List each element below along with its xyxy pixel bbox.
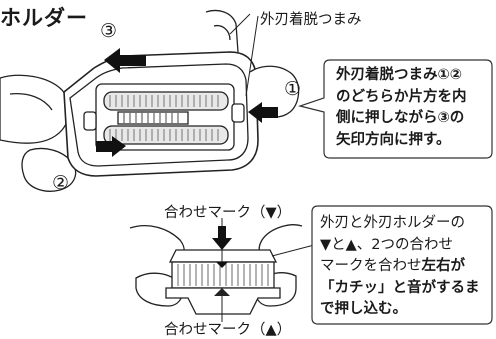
holder-bottom-illustration bbox=[129, 218, 319, 322]
callout-bottom-line-5: で押し込む。 bbox=[320, 301, 407, 317]
callout-balloon-top bbox=[297, 59, 493, 159]
mark-up-label: 合わせマーク（▲） bbox=[164, 322, 292, 338]
step-1-marker: ① bbox=[284, 78, 302, 100]
callout-bottom-line-4: 「カチッ」と音がするま bbox=[320, 279, 480, 296]
callout-balloon-bottom bbox=[311, 205, 493, 325]
callout-top-line-1: 外刃着脱つまみ①② bbox=[336, 67, 463, 83]
step-3-marker: ③ bbox=[100, 20, 118, 42]
callout-top-line-4: 矢印方向に押す。 bbox=[336, 131, 451, 148]
mark-arrows bbox=[212, 226, 232, 296]
direction-arrows-top bbox=[96, 48, 278, 157]
step-2-marker: ② bbox=[52, 172, 70, 194]
callout-bottom-line-3-normal: マークを合わせ bbox=[320, 258, 422, 274]
callout-bottom-line-3-bold: 左右が bbox=[421, 258, 466, 274]
holder-top-illustration bbox=[0, 9, 300, 192]
release-knob-label: 外刃着脱つまみ bbox=[260, 12, 362, 28]
page-title: ホルダー bbox=[0, 6, 88, 30]
callout-bottom-text: 外刃と外刃ホルダーの ▼と▲、2つの合わせ マークを合わせ左右が 「カチッ」と音… bbox=[320, 213, 480, 321]
callout-top-line-2: のどちらか片方を内 bbox=[336, 88, 467, 105]
callout-top-text: 外刃着脱つまみ①② のどちらか片方を内 側に押しながら③の 矢印方向に押す。 bbox=[336, 65, 467, 151]
mark-down-label: 合わせマーク（▼） bbox=[164, 205, 292, 221]
callout-bottom-line-2: ▼と▲、2つの合わせ bbox=[320, 236, 454, 253]
callout-bottom-line-1: 外刃と外刃ホルダーの bbox=[320, 215, 465, 231]
callout-bottom-line-3: マークを合わせ左右が bbox=[320, 256, 480, 278]
callout-top-line-3: 側に押しながら③の bbox=[336, 110, 465, 126]
